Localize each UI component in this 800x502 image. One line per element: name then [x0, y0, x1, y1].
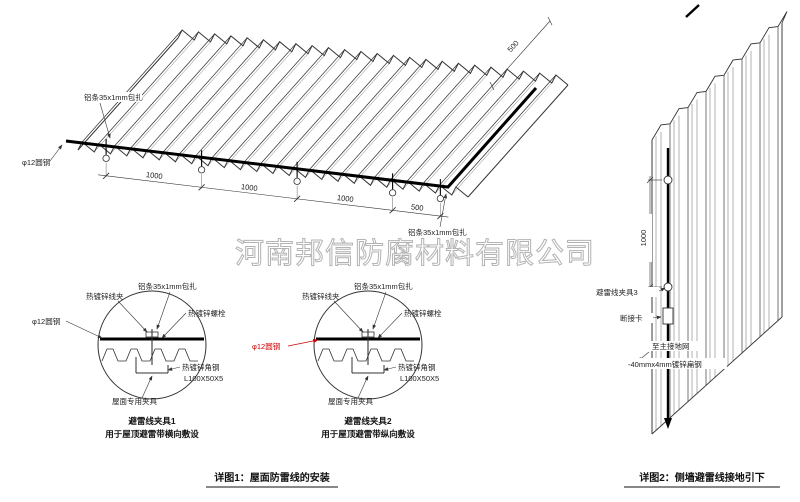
label-bg	[595, 287, 659, 297]
d1-label-round-steel: φ12圆钢	[32, 316, 60, 326]
side-wall-panel	[651, 11, 788, 435]
detail-2-clamp-drawing	[313, 290, 423, 400]
detail-1-clamp-drawing	[97, 290, 207, 400]
d1-label-wire-clip: 热镀锌线夹	[86, 291, 124, 301]
label-bg	[640, 214, 652, 262]
label-bg	[627, 358, 727, 369]
wall-label-flat-steel: -40mmx4mm镀锌扁钢	[628, 359, 702, 369]
wall-clamp-lower	[663, 282, 673, 292]
d2-label-alu-strip: 铝条35x1mm包扎	[354, 281, 413, 291]
dim-1000-c: 1000	[336, 193, 354, 204]
label-bg	[651, 341, 705, 351]
detail-1-leaders	[65, 291, 187, 399]
d1-label-angle-spec: L100X50X5	[184, 374, 223, 383]
d2-subtitle: 用于屋顶避雷带纵向敷设	[320, 429, 415, 439]
detail-2-leaders	[287, 291, 403, 399]
d2-label-angle-steel: 热镀锌角钢	[398, 362, 436, 372]
d1-label-roof-fixture: 屋面专用夹具	[112, 396, 157, 406]
wall-label-clamp3: 避雷线夹具3	[596, 287, 638, 297]
roof-isometric-view	[77, 29, 569, 198]
d1-title: 避雷线夹具1	[128, 416, 176, 426]
dim-500-right-line	[489, 16, 553, 91]
roof-leader-lines	[49, 102, 448, 228]
d2-title: 避雷线夹具2	[344, 416, 392, 426]
wall-dim-1000: 1000	[639, 230, 648, 247]
wall-label-to-ground: 至主接地网	[652, 341, 690, 351]
dim-500-d: 500	[411, 202, 425, 212]
lightning-wire	[65, 87, 538, 189]
dim-1000-a: 1000	[145, 170, 163, 181]
disconnect-card-symbol	[662, 307, 674, 325]
d2-label-bolt: 热镀锌螺栓	[404, 308, 442, 318]
d2-label-wire-clip: 热镀锌线夹	[302, 291, 340, 301]
d2-label-roof-fixture: 屋面专用夹具	[328, 396, 373, 406]
wire-clamps	[102, 138, 444, 203]
dim-500-right: 500	[506, 39, 521, 54]
d1-label-alu-strip: 铝条35x1mm包扎	[138, 281, 197, 291]
label-alu-strip-right: 铝条35x1mm包扎	[408, 227, 467, 237]
label-alu-strip-top: 铝条35x1mm包扎	[84, 92, 143, 102]
wall-clamp-upper	[663, 175, 673, 185]
label-round-steel: φ12圆钢	[22, 157, 50, 167]
d2-label-angle-spec: L100X50X5	[400, 374, 439, 383]
label-bg	[82, 92, 142, 102]
d1-label-bolt: 热镀锌螺栓	[188, 308, 226, 318]
wall-down-conductor	[662, 4, 700, 429]
label-bg	[619, 313, 653, 323]
dimension-chain	[98, 162, 449, 220]
wall-label-disconnect: 断接卡	[620, 313, 643, 323]
caption-figure-1: 详图1：屋面防雷线的安装	[214, 471, 330, 484]
d2-label-round-steel: φ12圆钢	[252, 341, 280, 351]
dim-1000-b: 1000	[240, 182, 258, 193]
d1-subtitle: 用于屋顶避雷带横向敷设	[104, 429, 199, 439]
d1-label-angle-steel: 热镀锌角钢	[182, 362, 220, 372]
caption-figure-2: 详图2：侧墙避雷线接地引下	[639, 471, 765, 484]
ground-arrow	[664, 418, 672, 429]
company-watermark: 河南邦信防腐材料有限公司	[235, 237, 595, 270]
